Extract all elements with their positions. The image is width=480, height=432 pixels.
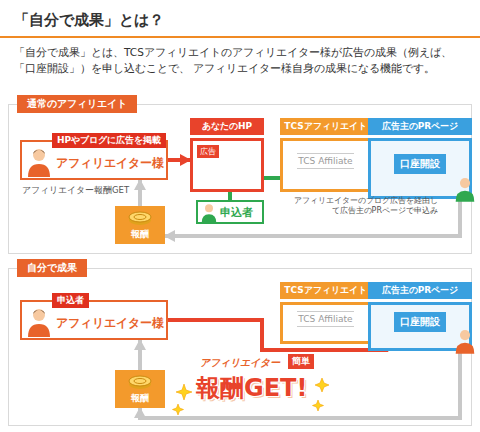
column-header: 広告主のPRページ: [368, 118, 472, 135]
affiliater-box: HPやブログに広告を掲載アフィリエイター様: [20, 140, 168, 180]
flow-arrow: [138, 340, 142, 370]
screen: TCS Affiliate: [280, 138, 371, 192]
monitor-box: 広告主のPRページ口座開設: [368, 118, 472, 199]
screen: 広告: [190, 138, 264, 192]
flow-arrow: [228, 192, 232, 200]
note: アフィリエイター報酬GET: [22, 185, 129, 197]
flow-arrow: [264, 176, 280, 180]
reward-box: 報酬: [115, 206, 165, 244]
person-icon: [26, 307, 52, 337]
actor-name: アフィリエイター様: [56, 315, 160, 332]
panel: 自分で成果申込者アフィリエイター様TCSアフィリエイトTCS Affiliate…: [8, 268, 472, 426]
flow-arrow: [140, 351, 460, 418]
panel-tab: 自分で成果: [17, 259, 87, 277]
person-icon: [454, 176, 476, 202]
column-header: あなたのHP: [190, 118, 264, 135]
site-logo: TCS Affiliate: [297, 153, 353, 169]
note: アフィリエイターのブログ広告を経由して広告主のPRページで申込み: [290, 196, 438, 217]
person-icon: [26, 147, 52, 177]
applicant-label: 申込者: [220, 205, 256, 220]
role-tag: 申込者: [52, 293, 89, 308]
flow-arrow: [168, 158, 190, 162]
ad-badge: 広告: [197, 145, 219, 158]
coin-icon: [127, 374, 153, 390]
monitor-box: 広告主のPRページ口座開設: [368, 282, 472, 351]
person-icon: [454, 328, 476, 354]
page-title: 「自分で成果」とは？: [14, 11, 164, 30]
column-header: TCSアフィリエイト: [280, 282, 371, 299]
screen: TCS Affiliate: [280, 302, 371, 344]
panel: 通常のアフィリエイトHPやブログに広告を掲載アフィリエイター様あなたのHP広告T…: [8, 104, 472, 254]
site-logo: TCS Affiliate: [297, 311, 353, 327]
headline: 報酬GET!: [196, 372, 307, 404]
page-button: 口座開設: [394, 154, 446, 174]
reward-label: 報酬: [115, 228, 165, 241]
reward-label: 報酬: [115, 392, 165, 405]
flow-arrow: [138, 180, 142, 206]
screen: 口座開設: [368, 138, 472, 199]
applicant-box: 申込者: [196, 200, 264, 224]
title-rule: [0, 36, 480, 38]
role-tag: HPやブログに広告を掲載: [52, 133, 166, 148]
actor-name: アフィリエイター様: [56, 155, 160, 172]
monitor-box: TCSアフィリエイト TCS Affiliate: [280, 282, 371, 344]
column-header: TCSアフィリエイト: [280, 118, 371, 135]
affiliater-box: 申込者アフィリエイター様: [20, 300, 168, 340]
person-icon: [200, 203, 218, 223]
monitor-box: TCSアフィリエイト TCS Affiliate: [280, 118, 371, 192]
intro-text: 「自分で成果」とは、TCSアフィリエイトのアフィリエイター様が広告の成果（例えば…: [14, 44, 466, 77]
column-header: 広告主のPRページ: [368, 282, 472, 299]
badge: 簡単: [288, 354, 314, 369]
screen: 口座開設: [368, 302, 472, 351]
panel-tab: 通常のアフィリエイト: [17, 95, 137, 113]
page-button: 口座開設: [394, 312, 446, 332]
reward-box: 報酬: [115, 370, 165, 408]
monitor-box: あなたのHP 広告: [190, 118, 264, 192]
coin-icon: [127, 210, 153, 226]
caption-text: アフィリエイター: [200, 356, 280, 370]
